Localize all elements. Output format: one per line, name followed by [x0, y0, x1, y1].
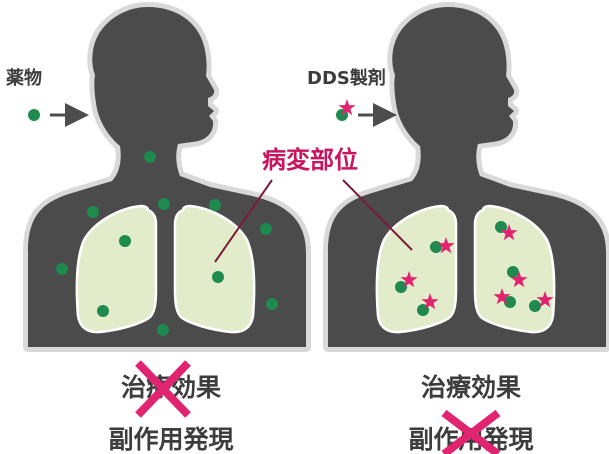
- left-side-effect-label: 副作用発現: [108, 425, 233, 454]
- green-dot-icon: [28, 109, 40, 121]
- drug-dot: [97, 305, 109, 317]
- drug-dot: [119, 235, 131, 247]
- drug-dot: [157, 324, 169, 336]
- right-intake: DDS製剤: [307, 67, 394, 121]
- right-input-label: DDS製剤: [307, 67, 386, 89]
- drug-dot: [87, 206, 99, 218]
- drug-dot: [144, 151, 156, 163]
- drug-dot: [158, 198, 170, 210]
- right-effect-label: 治療効果: [421, 373, 521, 402]
- drug-dot: [260, 223, 272, 235]
- drug-dot: [266, 298, 278, 310]
- drug-dot: [212, 271, 224, 283]
- drug-dot: [209, 199, 221, 211]
- lesion-label: 病変部位: [262, 146, 358, 174]
- left-panel: 薬物 治療効果 副作用発現: [6, 7, 306, 454]
- drug-dot: [56, 263, 68, 275]
- left-input-label: 薬物: [6, 67, 42, 89]
